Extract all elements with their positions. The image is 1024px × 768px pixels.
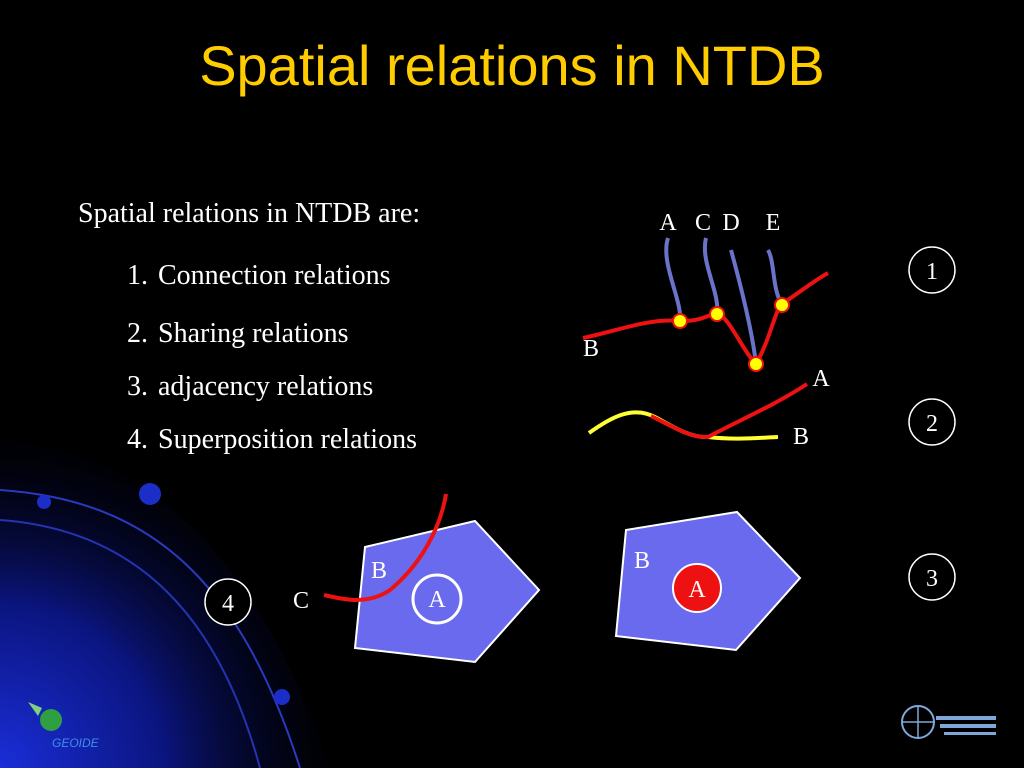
label-e: E xyxy=(766,210,781,236)
list-number: 2. xyxy=(127,318,148,349)
badge-2: 2 xyxy=(908,398,956,446)
label-c: C xyxy=(293,588,309,614)
label-b: B xyxy=(583,336,599,362)
background-swoosh xyxy=(0,440,330,768)
label-b: B xyxy=(634,548,650,574)
orbit-curve xyxy=(0,519,261,768)
badge-1: 1 xyxy=(908,246,956,294)
list-item: 3. adjacency relations xyxy=(127,371,373,403)
partner-logo xyxy=(901,705,996,739)
line-e xyxy=(766,248,784,306)
intro-text: Spatial relations in NTDB are: xyxy=(78,198,421,229)
label-a: A xyxy=(428,587,446,613)
connection-node xyxy=(672,313,688,329)
orbit-dot xyxy=(139,483,161,505)
label-a: A xyxy=(688,577,706,603)
label-a: A xyxy=(659,210,677,236)
badge-4: 4 xyxy=(204,578,252,626)
logo-text-block xyxy=(940,724,996,728)
globe-icon xyxy=(40,709,62,731)
polygon-a xyxy=(672,563,722,613)
line-b xyxy=(582,271,829,368)
label-b: B xyxy=(371,558,387,584)
orbit-dot xyxy=(37,495,51,509)
logo-text-block xyxy=(936,716,996,720)
label-a: A xyxy=(812,366,830,392)
list-label: Connection relations xyxy=(158,260,391,291)
adjacency-diagram: A B xyxy=(614,510,802,652)
label-c: C xyxy=(695,210,711,236)
badge-number: 3 xyxy=(926,566,938,592)
line-a-red xyxy=(650,382,809,440)
badge-number: 1 xyxy=(926,259,938,285)
line-d xyxy=(729,249,758,365)
line-c xyxy=(702,237,720,315)
list-number: 4. xyxy=(127,424,148,455)
badge-number: 2 xyxy=(926,411,938,437)
geoide-logo xyxy=(28,702,62,731)
footer-brand: GEOIDE xyxy=(52,736,99,750)
badge-number: 4 xyxy=(222,591,234,617)
line-c xyxy=(323,493,448,602)
sharing-diagram: A B xyxy=(587,366,830,450)
globe-grid xyxy=(902,706,934,738)
orbit-dot xyxy=(274,689,290,705)
connection-node xyxy=(709,306,725,322)
badge-3: 3 xyxy=(908,553,956,601)
list-label: Sharing relations xyxy=(158,318,349,349)
connection-node xyxy=(774,297,790,313)
connection-node xyxy=(748,356,764,372)
list-label: Superposition relations xyxy=(158,424,417,455)
list-item: 4. Superposition relations xyxy=(127,424,417,456)
list-number: 1. xyxy=(127,260,148,291)
list-item: 2. Sharing relations xyxy=(127,318,349,350)
orbit-curve xyxy=(0,489,301,768)
slide-title: Spatial relations in NTDB xyxy=(199,34,825,97)
polygon-a xyxy=(411,573,463,625)
list-item: 1. Connection relations xyxy=(127,260,391,292)
connection-diagram: A C D E B xyxy=(582,210,829,372)
superposition-diagram: A B C xyxy=(293,493,541,664)
line-a xyxy=(664,237,683,321)
label-b: B xyxy=(793,424,809,450)
list-label: adjacency relations xyxy=(158,371,374,402)
logo-text-block xyxy=(944,732,996,735)
list-number: 3. xyxy=(127,371,148,402)
leaf-icon xyxy=(28,702,42,716)
label-d: D xyxy=(722,210,739,236)
